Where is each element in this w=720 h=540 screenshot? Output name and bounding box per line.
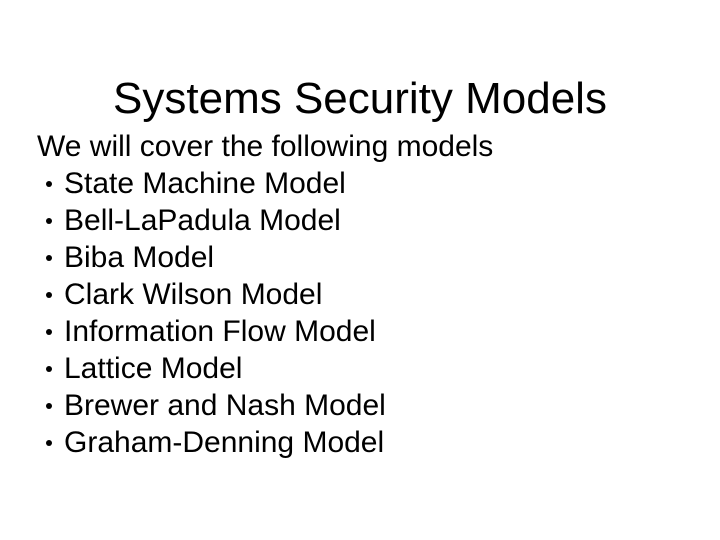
list-item-label: State Machine Model (64, 167, 346, 200)
slide-content-body: We will cover the following models State… (36, 128, 684, 461)
list-item: Clark Wilson Model (36, 276, 684, 313)
list-item-label: Information Flow Model (64, 315, 376, 348)
bullet-dot-icon (46, 239, 53, 276)
bullet-dot-icon (46, 350, 53, 387)
list-item: Lattice Model (36, 350, 684, 387)
bullet-dot-icon (46, 165, 53, 202)
list-item: State Machine Model (36, 165, 684, 202)
list-item-label: Clark Wilson Model (64, 278, 323, 311)
list-item: Information Flow Model (36, 313, 684, 350)
bullet-dot-icon (46, 313, 53, 350)
list-item: Bell-LaPadula Model (36, 202, 684, 239)
models-bullet-list: State Machine Model Bell-LaPadula Model … (36, 165, 684, 461)
list-item-label: Biba Model (64, 241, 215, 274)
list-item: Brewer and Nash Model (36, 387, 684, 424)
page-title: Systems Security Models (113, 74, 607, 124)
list-item-label: Brewer and Nash Model (64, 389, 386, 422)
bullet-dot-icon (46, 424, 53, 461)
bullet-dot-icon (46, 276, 53, 313)
bullet-dot-icon (46, 387, 53, 424)
list-item: Biba Model (36, 239, 684, 276)
list-item-label: Graham-Denning Model (64, 426, 385, 459)
bullet-dot-icon (46, 202, 53, 239)
intro-text: We will cover the following models (37, 130, 494, 163)
list-item-label: Lattice Model (64, 352, 243, 385)
list-item-label: Bell-LaPadula Model (64, 204, 341, 237)
list-item: Graham-Denning Model (36, 424, 684, 461)
